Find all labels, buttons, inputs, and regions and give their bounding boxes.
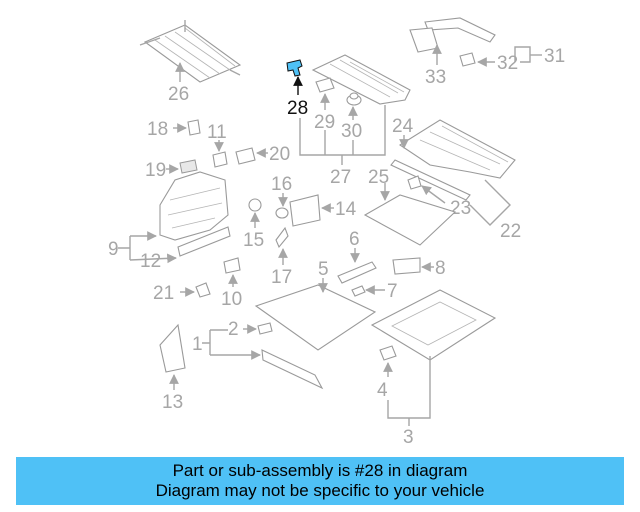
label-23: 23 xyxy=(450,198,471,219)
label-14: 14 xyxy=(335,199,357,220)
part-4-block xyxy=(379,345,397,361)
label-13: 13 xyxy=(162,392,183,413)
label-20: 20 xyxy=(269,144,290,165)
label-18: 18 xyxy=(147,119,168,140)
info-banner: Part or sub-assembly is #28 in diagram D… xyxy=(16,457,624,505)
label-9: 9 xyxy=(108,239,119,260)
part-20 xyxy=(235,147,256,165)
label-19: 19 xyxy=(145,160,166,181)
label-7: 7 xyxy=(387,281,398,302)
part-19 xyxy=(179,159,198,174)
part-3-floor-tray xyxy=(370,289,497,361)
label-24: 24 xyxy=(392,116,414,137)
label-32: 32 xyxy=(497,53,518,74)
label-1: 1 xyxy=(192,334,203,355)
part-9-side-trim xyxy=(159,171,229,241)
label-6: 6 xyxy=(349,229,360,250)
label-22: 22 xyxy=(500,221,521,242)
label-16: 16 xyxy=(271,174,292,195)
label-3: 3 xyxy=(403,427,414,448)
label-30: 30 xyxy=(341,121,362,142)
label-27: 27 xyxy=(330,167,351,188)
label-8: 8 xyxy=(435,258,446,279)
part-26-cargo-cover xyxy=(139,20,242,83)
part-6-bracket xyxy=(337,261,377,284)
part-15 xyxy=(248,198,262,212)
label-29: 29 xyxy=(314,112,335,133)
part-27-parcel-shelf xyxy=(311,54,411,105)
label-31: 31 xyxy=(544,46,565,67)
part-21 xyxy=(195,282,211,298)
part-7-bolt xyxy=(351,285,366,297)
banner-line-1: Part or sub-assembly is #28 in diagram xyxy=(172,461,468,480)
part-16 xyxy=(275,207,289,219)
part-29-clip xyxy=(315,77,335,93)
part-5-floor-board xyxy=(254,284,377,351)
label-21: 21 xyxy=(153,283,174,304)
label-17: 17 xyxy=(271,267,292,288)
label-15: 15 xyxy=(243,230,264,251)
part-8-bracket xyxy=(392,257,421,275)
label-4: 4 xyxy=(377,380,388,401)
part-10 xyxy=(223,257,241,274)
part-17 xyxy=(275,226,289,249)
part-14 xyxy=(289,194,321,227)
part-11 xyxy=(212,151,228,168)
label-26: 26 xyxy=(168,84,189,105)
part-12-panel xyxy=(177,226,231,257)
part-28-clip[interactable] xyxy=(286,59,303,77)
label-28: 28 xyxy=(287,98,308,119)
part-18 xyxy=(187,119,201,136)
part-24-trim xyxy=(390,119,516,201)
label-11: 11 xyxy=(207,122,227,143)
part-13-panel xyxy=(159,323,186,373)
label-5: 5 xyxy=(318,259,329,280)
part-30-grommet xyxy=(346,92,362,106)
part-1-sill-trim xyxy=(261,349,324,390)
part-32-clip xyxy=(459,52,476,67)
part-2-clip xyxy=(257,322,273,335)
banner-line-2: Diagram may not be specific to your vehi… xyxy=(155,481,485,500)
part-25-floor-panel xyxy=(363,194,457,246)
part-23-clip xyxy=(407,175,422,190)
label-10: 10 xyxy=(221,289,242,310)
parts-diagram: 26 28 29 30 27 33 32 31 18 19 11 xyxy=(108,17,565,448)
label-33: 33 xyxy=(425,67,446,88)
label-12: 12 xyxy=(140,251,161,272)
label-2: 2 xyxy=(228,319,239,340)
label-25: 25 xyxy=(368,167,389,188)
part-33-trim xyxy=(409,17,496,53)
